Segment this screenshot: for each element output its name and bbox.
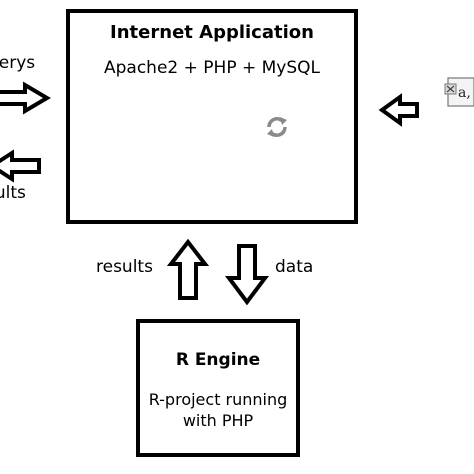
engine-description: R-project running with PHP xyxy=(148,390,288,430)
querys-in-arrow xyxy=(0,81,51,115)
refresh-icon xyxy=(267,117,287,137)
data-label: data xyxy=(275,257,314,277)
results-label: results xyxy=(96,257,153,277)
querys-label: uerys xyxy=(0,53,36,73)
file-icon: a, xyxy=(444,76,474,110)
app-subtitle: Apache2 + PHP + MySQL xyxy=(104,58,320,78)
data-down-arrow xyxy=(225,244,269,306)
internet-application-box: Internet Application Apache2 + PHP + MyS… xyxy=(66,9,358,224)
results-left-label: sults xyxy=(0,183,26,203)
input-file-arrow xyxy=(378,93,419,127)
r-engine-box: R Engine R-project running with PHP xyxy=(136,319,300,457)
app-title: Internet Application xyxy=(110,22,314,43)
file-icon-text: a, xyxy=(458,85,471,101)
engine-title: R Engine xyxy=(175,350,261,370)
results-out-arrow xyxy=(0,149,41,183)
results-up-arrow xyxy=(166,238,210,300)
